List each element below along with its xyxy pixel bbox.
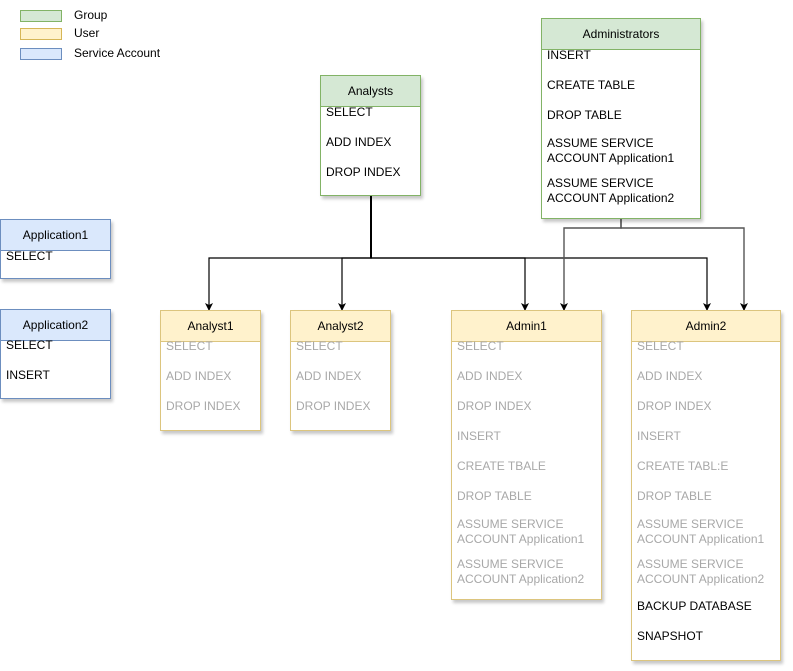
inherited-permission: INSERT [637, 429, 681, 443]
inherited-permission: CREATE TBALE [457, 459, 546, 473]
legend-label: User [74, 26, 100, 40]
entity-title: Application2 [1, 310, 110, 341]
legend-swatch [20, 48, 62, 60]
inherited-permission: SELECT [296, 339, 343, 353]
entity-title: Analyst2 [291, 311, 390, 342]
inherited-permission: DROP TABLE [637, 489, 712, 503]
inherited-permission: DROP INDEX [457, 399, 532, 413]
inherited-permission: ADD INDEX [637, 369, 703, 383]
inherited-permission: SELECT [166, 339, 213, 353]
permission: SELECT [326, 105, 373, 119]
inherited-permission: ADD INDEX [457, 369, 523, 383]
inherited-permission: ADD INDEX [296, 369, 362, 383]
permission: ASSUME SERVICE ACCOUNT Application1 [547, 136, 675, 165]
permission: SELECT [6, 249, 53, 263]
legend-label: Group [74, 8, 108, 22]
permission: DROP TABLE [547, 108, 622, 122]
legend-swatch [20, 10, 62, 22]
legend-label: Service Account [74, 46, 161, 60]
entity-title: Application1 [1, 220, 110, 251]
inherited-permission: CREATE TABL:E [637, 459, 729, 473]
edge-analysts-to-admin1 [370, 196, 529, 311]
inherited-permission: ASSUME SERVICE ACCOUNT Application2 [457, 557, 585, 586]
entity-title: Admin1 [452, 311, 601, 342]
permission: SNAPSHOT [637, 629, 704, 643]
inherited-permission: INSERT [457, 429, 501, 443]
permission: DROP INDEX [326, 165, 401, 179]
entity-title: Admin2 [632, 311, 780, 342]
legend-swatch [20, 28, 62, 40]
inherited-permission: SELECT [637, 339, 684, 353]
permission: ADD INDEX [326, 135, 392, 149]
edge-analysts-to-analyst2 [338, 196, 372, 311]
inherited-permission: ASSUME SERVICE ACCOUNT Application1 [457, 517, 585, 546]
inherited-permission: ASSUME SERVICE ACCOUNT Application2 [637, 557, 765, 586]
inherited-permission: DROP INDEX [166, 399, 241, 413]
permission: INSERT [547, 48, 591, 62]
inherited-permission: DROP INDEX [296, 399, 371, 413]
edge-administrators-to-admin1 [560, 219, 622, 311]
inherited-permission: SELECT [457, 339, 504, 353]
permission: ASSUME SERVICE ACCOUNT Application2 [547, 176, 675, 205]
entity-title: Analyst1 [161, 311, 260, 342]
edge-analysts-to-analyst1 [205, 196, 372, 311]
permission: SELECT [6, 338, 53, 352]
permission: INSERT [6, 368, 50, 382]
edge-administrators-to-admin2 [620, 219, 748, 311]
inherited-permission: ASSUME SERVICE ACCOUNT Application1 [637, 517, 765, 546]
inherited-permission: DROP TABLE [457, 489, 532, 503]
inherited-permission: DROP INDEX [637, 399, 712, 413]
entity-title: Analysts [321, 76, 420, 107]
permission: BACKUP DATABASE [637, 599, 752, 613]
inherited-permission: ADD INDEX [166, 369, 232, 383]
entity-title: Administrators [542, 19, 700, 50]
permission: CREATE TABLE [547, 78, 636, 92]
